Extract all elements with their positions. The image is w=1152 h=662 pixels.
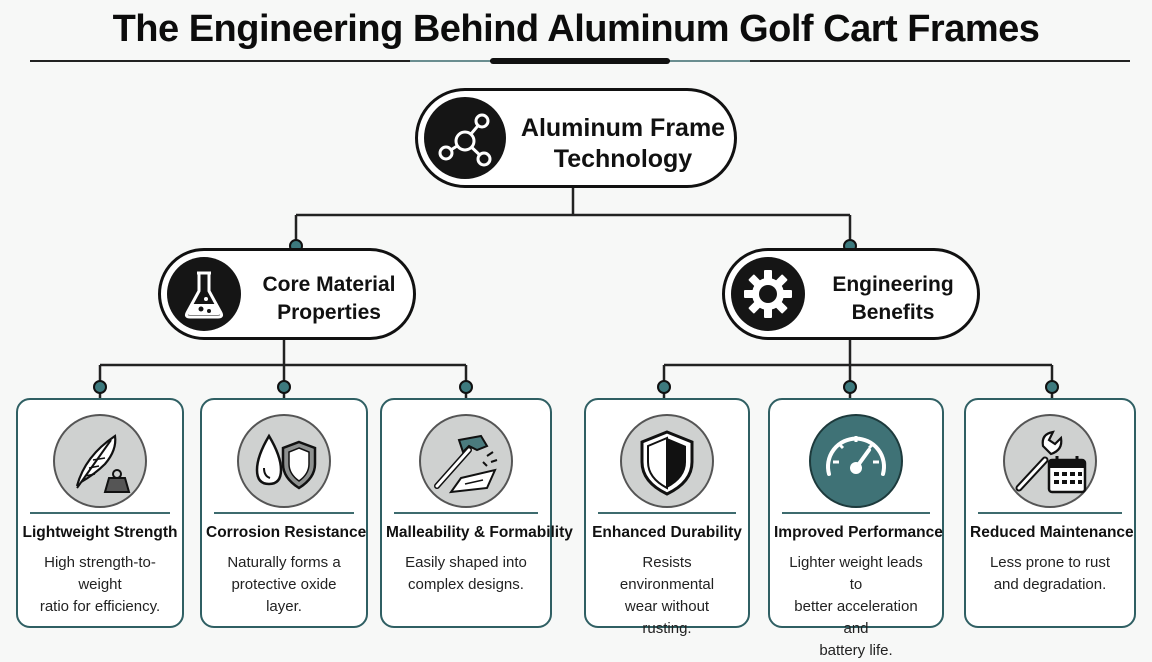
category-engineering-benefits: Engineering Benefits — [722, 248, 980, 340]
speedometer-icon — [809, 414, 903, 508]
connector-dot — [459, 380, 473, 394]
card-description-line: Resists environmental — [619, 554, 715, 593]
card-title: Improved Performance — [774, 524, 943, 541]
card-description: Naturally forms a protective oxide layer… — [216, 552, 352, 618]
card-divider — [214, 512, 354, 514]
card-corrosion-resistance: Corrosion Resistance Naturally forms a p… — [200, 398, 368, 628]
network-nodes-icon — [424, 97, 506, 179]
card-description-line: and degradation. — [993, 576, 1107, 593]
category-label-line2: Properties — [277, 301, 381, 324]
card-description-line: Easily shaped into — [405, 554, 527, 571]
category-label-line1: Engineering — [832, 273, 954, 296]
card-description: Lighter weight leads to better accelerat… — [784, 552, 928, 662]
connector-dot — [93, 380, 107, 394]
card-divider — [782, 512, 930, 514]
card-title: Corrosion Resistance — [206, 524, 367, 541]
droplet-shield-icon — [237, 414, 331, 508]
card-reduced-maintenance: Reduced Maintenance Less prone to rust a… — [964, 398, 1136, 628]
connector-dot — [657, 380, 671, 394]
connector-dot — [277, 380, 291, 394]
category-label-line1: Core Material — [262, 273, 396, 296]
card-description-line: High strength-to-weight — [44, 554, 156, 593]
card-divider — [598, 512, 736, 514]
card-description-line: Less prone to rust — [989, 554, 1111, 571]
card-enhanced-durability: Enhanced Durability Resists environmenta… — [584, 398, 750, 637]
card-description-line: battery life. — [819, 642, 893, 659]
flask-icon — [167, 257, 241, 331]
title-underline — [30, 58, 1130, 64]
root-label: Aluminum Frame Technology — [518, 113, 728, 175]
root-label-line2: Technology — [553, 145, 693, 173]
hammer-sheet-icon — [419, 414, 513, 508]
card-description-line: protective oxide layer. — [231, 576, 337, 615]
card-description-line: Naturally forms a — [227, 554, 341, 571]
card-description-line: ratio for efficiency. — [39, 598, 161, 615]
card-description: Resists environmental wear without rusti… — [600, 552, 734, 640]
category-core-material-properties: Core Material Properties — [158, 248, 416, 340]
card-description: Less prone to rust and degradation. — [980, 552, 1120, 596]
card-description-line: complex designs. — [408, 576, 524, 593]
card-description: Easily shaped into complex designs. — [396, 552, 536, 596]
card-divider — [978, 512, 1122, 514]
connector-dot — [1045, 380, 1059, 394]
card-description-line: better acceleration and — [794, 598, 918, 637]
category-label: Engineering Benefits — [813, 271, 973, 327]
connector-lines — [93, 188, 1059, 398]
connector-dot — [843, 380, 857, 394]
card-title: Reduced Maintenance — [970, 524, 1134, 541]
root-label-line1: Aluminum Frame — [520, 114, 726, 142]
card-divider — [30, 512, 170, 514]
card-malleability-formability: Malleability & Formability Easily shaped… — [380, 398, 573, 628]
wrench-calendar-icon — [1003, 414, 1097, 508]
card-lightweight-strength: Lightweight Strength High strength-to-we… — [16, 398, 184, 628]
gear-icon — [731, 257, 805, 331]
category-label: Core Material Properties — [249, 271, 409, 327]
shield-icon — [620, 414, 714, 508]
feather-and-weight-icon — [53, 414, 147, 508]
card-divider — [394, 512, 538, 514]
page-title: The Engineering Behind Aluminum Golf Car… — [112, 8, 1040, 50]
card-title: Enhanced Durability — [592, 524, 742, 541]
card-description-line: wear without rusting. — [624, 598, 710, 637]
root-node: Aluminum Frame Technology — [415, 88, 737, 188]
card-title: Lightweight Strength — [22, 524, 178, 541]
card-description: High strength-to-weight ratio for effici… — [32, 552, 168, 618]
card-description-line: Lighter weight leads to — [789, 554, 923, 593]
category-label-line2: Benefits — [851, 301, 935, 324]
card-improved-performance: Improved Performance Lighter weight lead… — [768, 398, 944, 659]
card-title: Malleability & Formability — [386, 524, 573, 541]
